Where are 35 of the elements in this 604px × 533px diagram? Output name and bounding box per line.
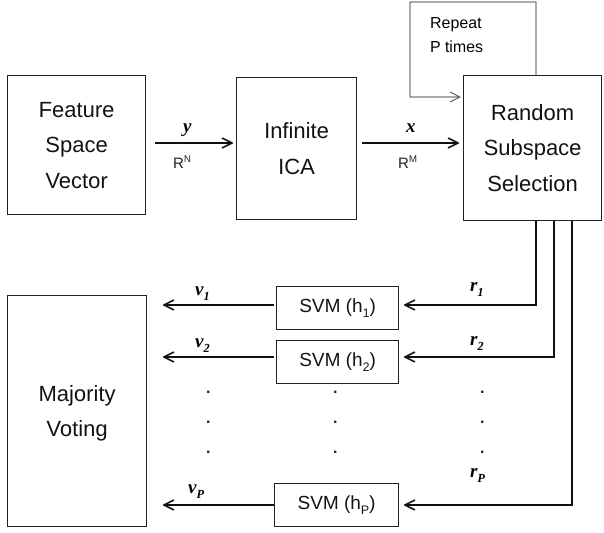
ellipsis-dot: . bbox=[480, 381, 484, 397]
node-label: Feature Space Vector bbox=[38, 96, 116, 195]
arrow bbox=[404, 221, 555, 363]
node-label: Random Subspace Selection bbox=[482, 99, 582, 198]
node-label: SVM (h$_{1}$) bbox=[299, 296, 376, 320]
arrow bbox=[163, 499, 274, 511]
arrow bbox=[404, 221, 537, 311]
node-label: SVM (h$_{2}$) bbox=[299, 350, 376, 374]
ellipsis-dot: . bbox=[206, 381, 210, 397]
ellipsis-dot: . bbox=[480, 441, 484, 457]
edge-label: Repeat P times bbox=[430, 14, 484, 58]
dimension-label: R$^{N}$ bbox=[173, 155, 191, 171]
process-box bbox=[276, 340, 399, 384]
ellipsis-dot: . bbox=[333, 411, 338, 427]
node-label: Infinite ICA bbox=[263, 117, 330, 180]
arrow bbox=[155, 137, 233, 149]
node-label: SVM (h$_{P}$) bbox=[298, 492, 376, 518]
arrow bbox=[404, 221, 573, 511]
process-box bbox=[463, 75, 602, 221]
process-box bbox=[7, 295, 147, 527]
process-box bbox=[236, 77, 357, 220]
ellipsis-dot: . bbox=[206, 411, 210, 427]
process-box bbox=[7, 75, 146, 215]
ellipsis-dot: . bbox=[333, 381, 338, 397]
process-box bbox=[274, 483, 399, 527]
arrow bbox=[410, 2, 536, 102]
process-box bbox=[276, 286, 399, 330]
arrow bbox=[163, 299, 274, 311]
node-label: Majority Voting bbox=[37, 380, 116, 443]
arrow bbox=[362, 137, 459, 149]
ellipsis-dot: . bbox=[480, 411, 484, 427]
ellipsis-dot: . bbox=[333, 441, 338, 457]
arrow bbox=[163, 351, 274, 363]
dimension-label: R$^{M}$ bbox=[398, 155, 417, 171]
ellipsis-dot: . bbox=[206, 441, 210, 457]
